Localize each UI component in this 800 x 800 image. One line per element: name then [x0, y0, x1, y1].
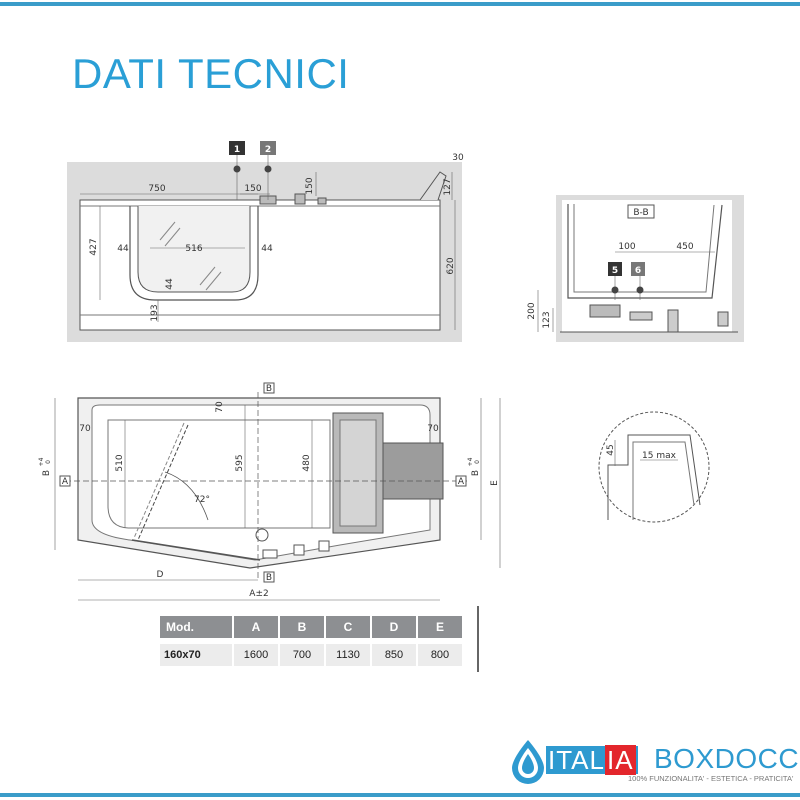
header-d: D	[372, 616, 416, 638]
header-c: C	[326, 616, 370, 638]
dim-A: A±2	[249, 589, 268, 599]
specs-table: Mod. A B C D E 160x70 1600 700 1130 850 …	[158, 616, 464, 666]
dim-150b: 150	[305, 177, 315, 194]
dim-200: 200	[527, 302, 537, 319]
dim-44b: 44	[261, 244, 273, 254]
cell-b: 700	[280, 638, 324, 666]
brand-ital: ITAL	[548, 745, 605, 775]
dim-516: 516	[185, 244, 202, 254]
tol-plus4-right: +4	[467, 457, 474, 466]
dim-70-right: 70	[427, 424, 439, 434]
dim-30: 30	[452, 153, 464, 163]
cell-d: 850	[372, 638, 416, 666]
tol-0-right: 0	[474, 460, 481, 464]
dim-193: 193	[150, 304, 160, 321]
brand-logo: ITALIA BOXDOCCIA 100% FUNZIONALITA' - ES…	[508, 738, 800, 786]
dim-595: 595	[235, 454, 245, 471]
dim-70-top: 70	[215, 401, 225, 413]
header-mod: Mod.	[160, 616, 232, 638]
table-row: 160x70 1600 700 1130 850 800	[160, 638, 462, 666]
section-label-bb: B-B	[633, 208, 648, 218]
marker-2: 2	[265, 145, 271, 155]
dim-450: 450	[676, 242, 693, 252]
detail-drawing: 45 15 max	[598, 411, 710, 523]
marker-6: 6	[635, 266, 641, 276]
header-e: E	[418, 616, 462, 638]
dim-44a: 44	[117, 244, 129, 254]
dim-510: 510	[115, 454, 125, 471]
side-view-drawing: B-B 5 6 100 450 200 123	[527, 195, 744, 342]
front-elevation-drawing: 1 2 750 150 150 30 127 427 44 516 44 44 …	[67, 141, 464, 342]
table-header-row: Mod. A B C D E	[160, 616, 462, 638]
marker-5: 5	[612, 266, 618, 276]
brand-tagline: 100% FUNZIONALITA' - ESTETICA - PRATICIT…	[628, 774, 794, 783]
angle-72: 72°	[194, 495, 210, 505]
water-drop-icon	[512, 740, 544, 784]
marker-1: 1	[234, 145, 240, 155]
dim-427: 427	[89, 238, 99, 255]
dim-480: 480	[302, 454, 312, 471]
cell-a: 1600	[234, 638, 278, 666]
dim-123: 123	[542, 311, 552, 328]
cell-e: 800	[418, 638, 462, 666]
dim-100: 100	[618, 242, 635, 252]
dim-620: 620	[446, 257, 456, 274]
dim-45: 45	[606, 444, 616, 455]
dim-70-left: 70	[79, 424, 91, 434]
section-marker-b-top: B	[266, 384, 272, 394]
top-accent-bar	[0, 2, 800, 6]
dim-750: 750	[148, 184, 165, 194]
section-marker-a-right: A	[458, 477, 465, 487]
tol-0-left: 0	[45, 460, 52, 464]
header-a: A	[234, 616, 278, 638]
tol-plus4-left: +4	[38, 457, 45, 466]
brand-italia: ITALIA	[546, 745, 638, 775]
cell-model: 160x70	[160, 638, 232, 666]
dim-44c: 44	[165, 278, 175, 290]
dim-B-left: B	[42, 470, 52, 476]
section-marker-a-left: A	[62, 477, 69, 487]
dim-B-right: B	[471, 470, 481, 476]
bottom-accent-bar	[0, 793, 800, 797]
brand-ia: IA	[604, 745, 636, 775]
brand-boxdoccia: BOXDOCCIA	[654, 743, 800, 774]
dim-15max: 15 max	[642, 451, 677, 461]
cell-c: 1130	[326, 638, 370, 666]
plan-view-drawing: B 70 70 70 510 595 480 72° A A D A±2 B +…	[38, 382, 501, 601]
page-title: DATI TECNICI	[72, 50, 350, 97]
dim-127: 127	[443, 178, 453, 195]
dim-D: D	[157, 570, 164, 580]
dim-150a: 150	[244, 184, 261, 194]
dim-E: E	[490, 480, 500, 486]
section-marker-b-bottom: B	[266, 573, 272, 583]
header-b: B	[280, 616, 324, 638]
